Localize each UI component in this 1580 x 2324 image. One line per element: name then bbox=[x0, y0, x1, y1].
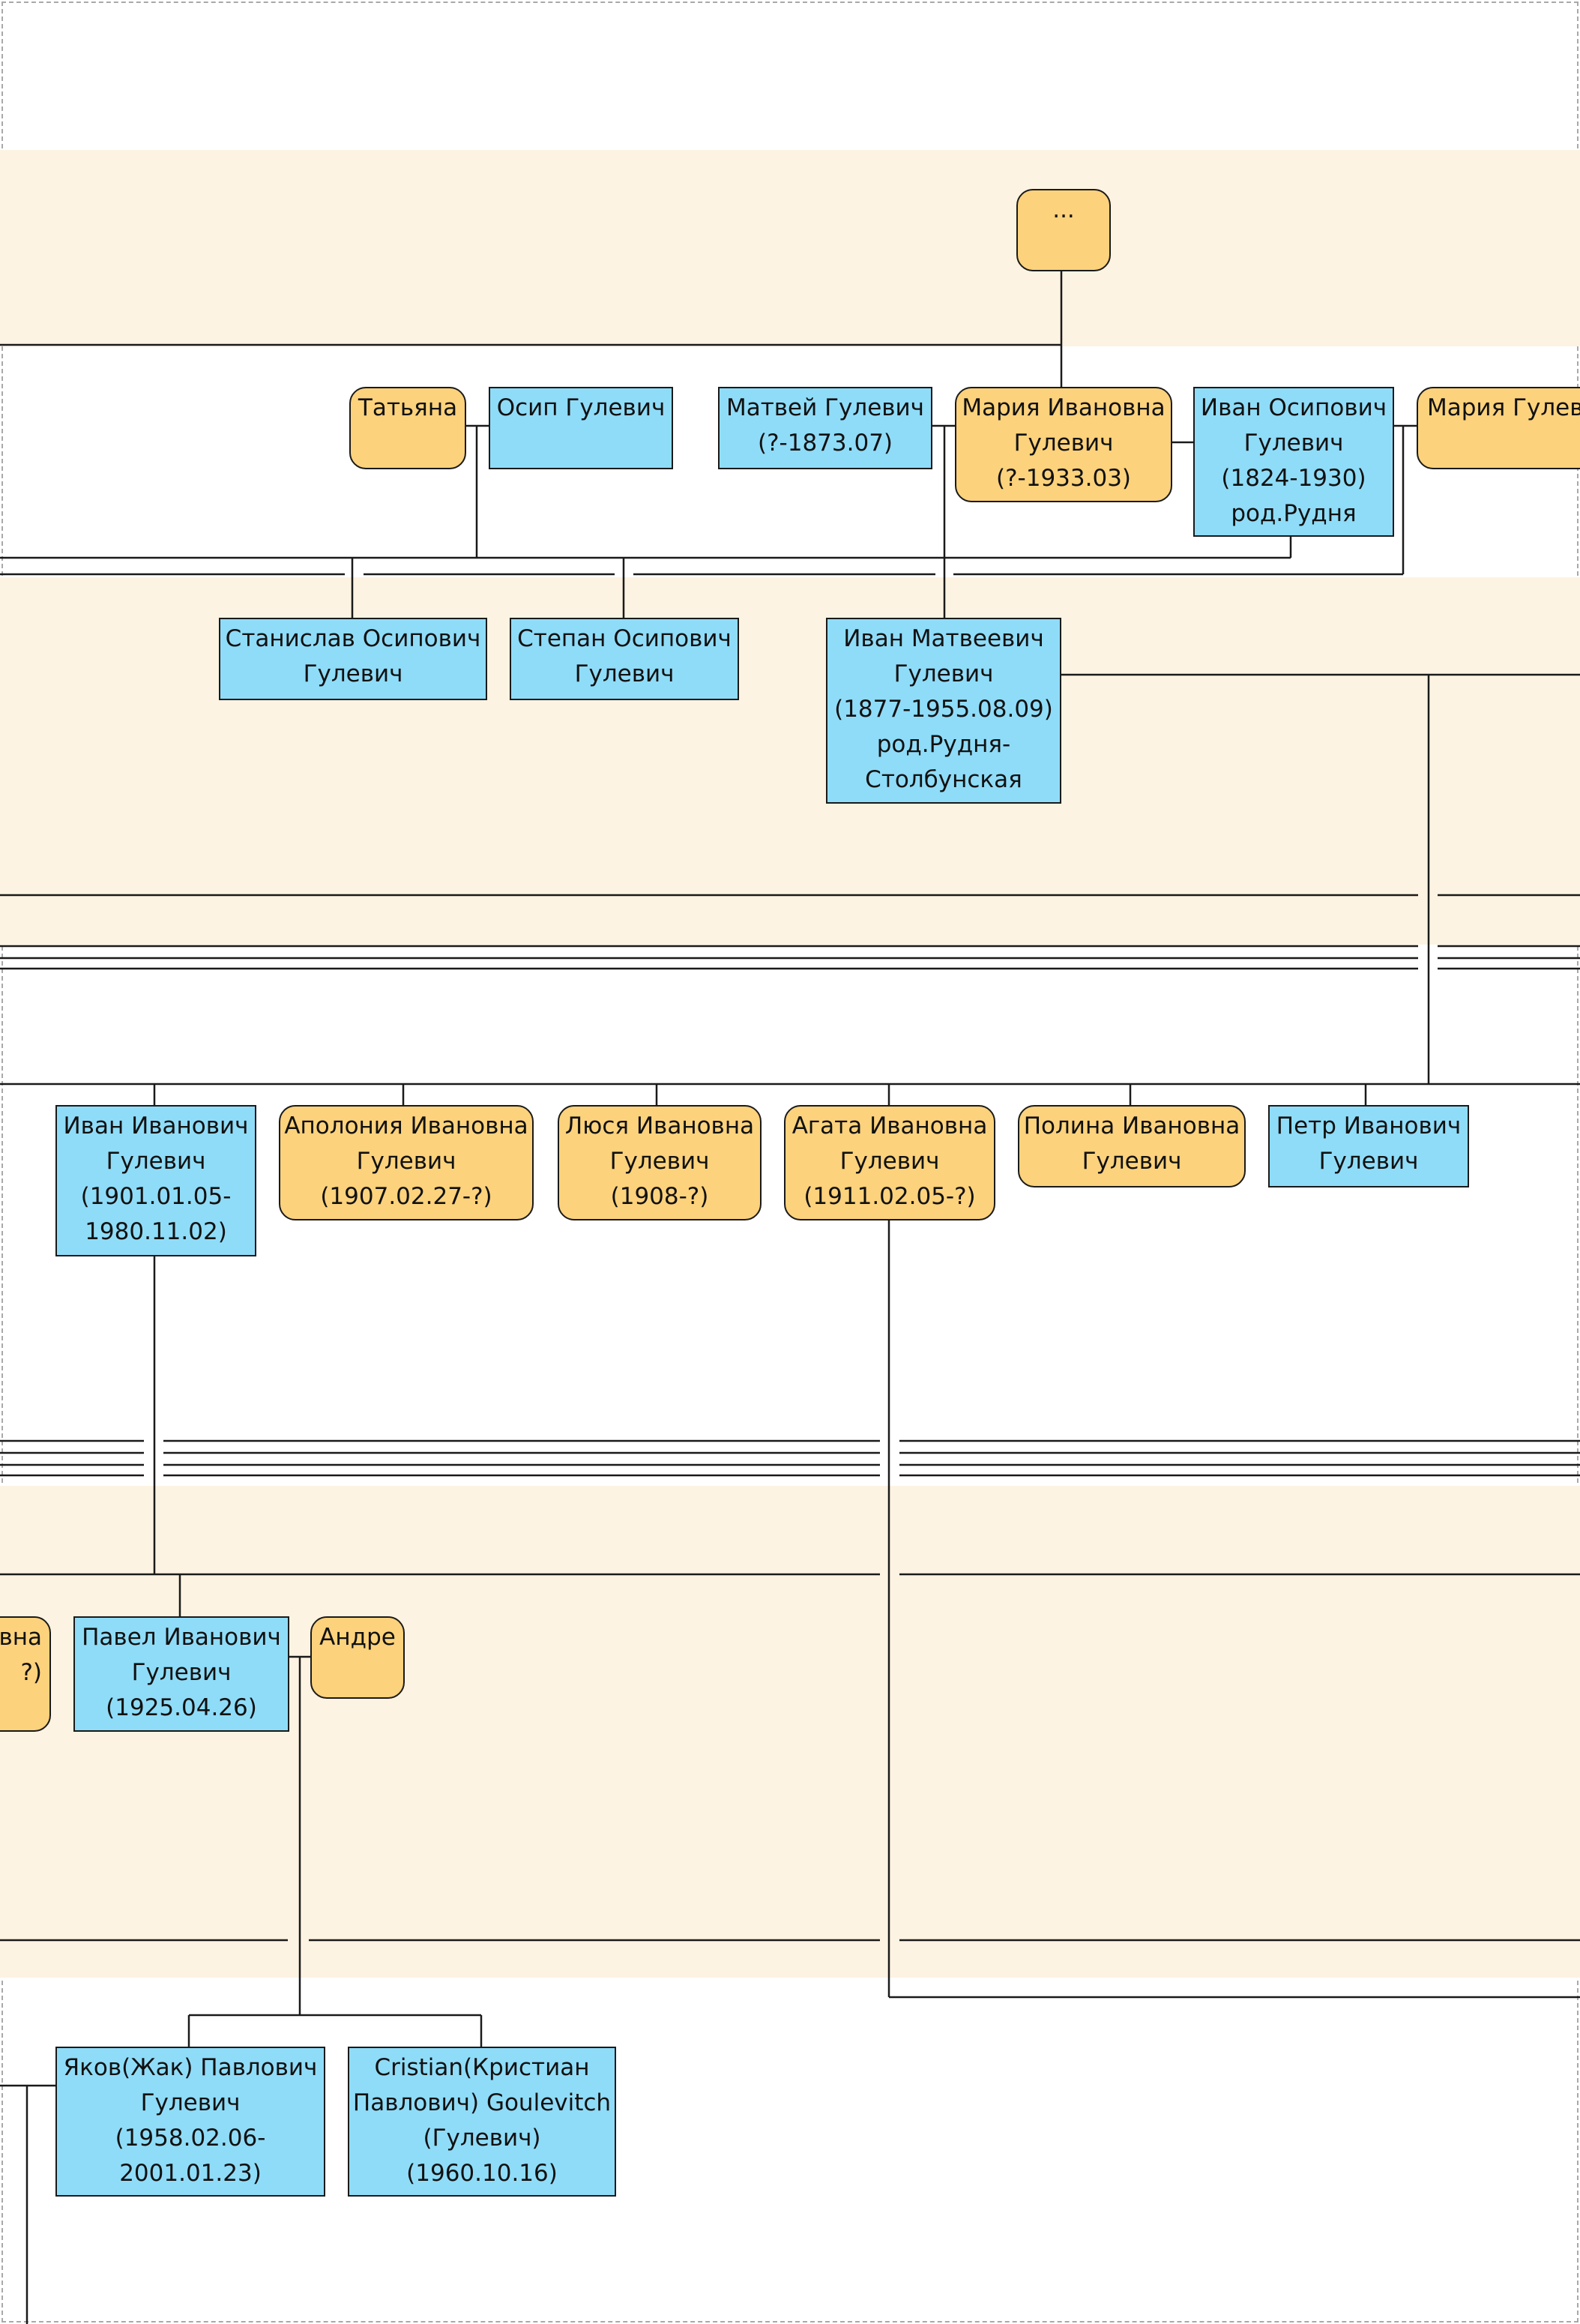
person-name: Мария Гулеви bbox=[1427, 394, 1580, 421]
person-surname: Гулевич bbox=[1318, 1148, 1419, 1175]
person-name: Андре bbox=[319, 1624, 396, 1651]
person-dates-fragment: ?) bbox=[20, 1659, 42, 1686]
person-dates: (1960.10.16) bbox=[406, 2160, 558, 2187]
person-name-fragment: вна bbox=[0, 1624, 42, 1651]
person-osip[interactable]: Осип Гулевич bbox=[489, 387, 673, 469]
person-surname: Гулевич bbox=[1013, 430, 1114, 457]
person-name: Полина Ивановна bbox=[1023, 1113, 1240, 1140]
person-dates: (1908-?) bbox=[610, 1183, 709, 1210]
generation-band-3 bbox=[0, 1486, 1580, 1978]
person-maria-gulevich[interactable]: Мария Гулеви bbox=[1417, 387, 1580, 469]
person-surname: Гулевич bbox=[574, 660, 675, 687]
person-name: Агата Ивановна bbox=[791, 1113, 988, 1140]
person-dates: (1877-1955.08.09) bbox=[834, 696, 1053, 723]
person-root[interactable]: ... bbox=[1016, 189, 1111, 271]
person-dates: (1907.02.27-?) bbox=[320, 1183, 492, 1210]
person-cristian[interactable]: Cristian(Кристиан Павлович) Goulevitch (… bbox=[348, 2047, 616, 2197]
person-dates: (?-1873.07) bbox=[757, 430, 893, 457]
person-maria-ivanovna[interactable]: Мария Ивановна Гулевич (?-1933.03) bbox=[955, 387, 1172, 502]
person-dates: (1925.04.26) bbox=[106, 1694, 257, 1721]
person-name: Осип Гулевич bbox=[496, 394, 666, 421]
person-agata[interactable]: Агата Ивановна Гулевич (1911.02.05-?) bbox=[784, 1105, 995, 1220]
person-surname: Гулевич bbox=[1082, 1148, 1182, 1175]
person-surname: Гулевич bbox=[140, 2089, 241, 2116]
person-name: Аполония Ивановна bbox=[284, 1113, 528, 1140]
person-surname: Гулевич bbox=[356, 1148, 456, 1175]
person-dates-cont: 2001.01.23) bbox=[119, 2160, 262, 2187]
person-dates: (1958.02.06- bbox=[115, 2125, 266, 2152]
person-matvey[interactable]: Матвей Гулевич (?-1873.07) bbox=[718, 387, 932, 469]
person-andre[interactable]: Андре bbox=[310, 1616, 405, 1699]
person-birthplace: род.Рудня bbox=[1231, 500, 1357, 527]
person-name: Станислав Осипович bbox=[225, 625, 481, 652]
person-surname: Гулевич bbox=[303, 660, 403, 687]
person-stepan[interactable]: Степан Осипович Гулевич bbox=[510, 618, 739, 700]
person-partial-left[interactable]: вна ?) bbox=[0, 1616, 51, 1732]
person-surname: Гулевич bbox=[1243, 430, 1344, 457]
person-apolonia[interactable]: Аполония Ивановна Гулевич (1907.02.27-?) bbox=[279, 1105, 534, 1220]
person-birthplace: род.Рудня- bbox=[876, 731, 1011, 758]
person-ivan-osipovich[interactable]: Иван Осипович Гулевич (1824-1930) род.Ру… bbox=[1193, 387, 1394, 537]
person-ivan-ivanovich[interactable]: Иван Иванович Гулевич (1901.01.05- 1980.… bbox=[55, 1105, 256, 1256]
person-polina[interactable]: Полина Ивановна Гулевич bbox=[1018, 1105, 1246, 1187]
person-surname: Гулевич bbox=[131, 1659, 232, 1686]
person-name-cont: Павлович) Goulevitch bbox=[352, 2089, 612, 2116]
person-dates: (1901.01.05- bbox=[80, 1183, 232, 1210]
person-name: Матвей Гулевич bbox=[726, 394, 924, 421]
person-tatiana[interactable]: Татьяна bbox=[349, 387, 466, 469]
person-yakov[interactable]: Яков(Жак) Павлович Гулевич (1958.02.06- … bbox=[55, 2047, 325, 2197]
person-surname: Гулевич bbox=[106, 1148, 206, 1175]
person-name: ... bbox=[1052, 196, 1075, 223]
person-petr[interactable]: Петр Иванович Гулевич bbox=[1268, 1105, 1469, 1187]
person-surname: Гулевич bbox=[893, 660, 994, 687]
person-name: Степан Осипович bbox=[517, 625, 732, 652]
person-name: Cristian(Кристиан bbox=[374, 2054, 590, 2081]
person-dates: (1911.02.05-?) bbox=[803, 1183, 976, 1210]
person-lusya[interactable]: Люся Ивановна Гулевич (1908-?) bbox=[558, 1105, 762, 1220]
person-name: Яков(Жак) Павлович bbox=[63, 2054, 318, 2081]
person-name: Татьяна bbox=[358, 394, 458, 421]
person-name: Иван Осипович bbox=[1200, 394, 1387, 421]
generation-band-1 bbox=[0, 150, 1580, 346]
person-surname: (Гулевич) bbox=[423, 2125, 541, 2152]
person-stanislav[interactable]: Станислав Осипович Гулевич bbox=[219, 618, 487, 700]
person-name: Иван Матвеевич bbox=[843, 625, 1044, 652]
person-dates-cont: 1980.11.02) bbox=[85, 1218, 227, 1245]
person-name: Мария Ивановна bbox=[962, 394, 1166, 421]
person-birthplace-cont: Столбунская bbox=[865, 766, 1022, 793]
person-name: Павел Иванович bbox=[82, 1624, 281, 1651]
person-name: Люся Ивановна bbox=[564, 1113, 755, 1140]
person-surname: Гулевич bbox=[609, 1148, 710, 1175]
person-dates: (1824-1930) bbox=[1221, 465, 1366, 492]
person-pavel[interactable]: Павел Иванович Гулевич (1925.04.26) bbox=[73, 1616, 289, 1732]
person-dates: (?-1933.03) bbox=[995, 465, 1132, 492]
person-surname: Гулевич bbox=[839, 1148, 940, 1175]
person-name: Петр Иванович bbox=[1276, 1113, 1462, 1140]
person-name: Иван Иванович bbox=[63, 1113, 249, 1140]
person-ivan-matveevich[interactable]: Иван Матвеевич Гулевич (1877-1955.08.09)… bbox=[826, 618, 1061, 804]
